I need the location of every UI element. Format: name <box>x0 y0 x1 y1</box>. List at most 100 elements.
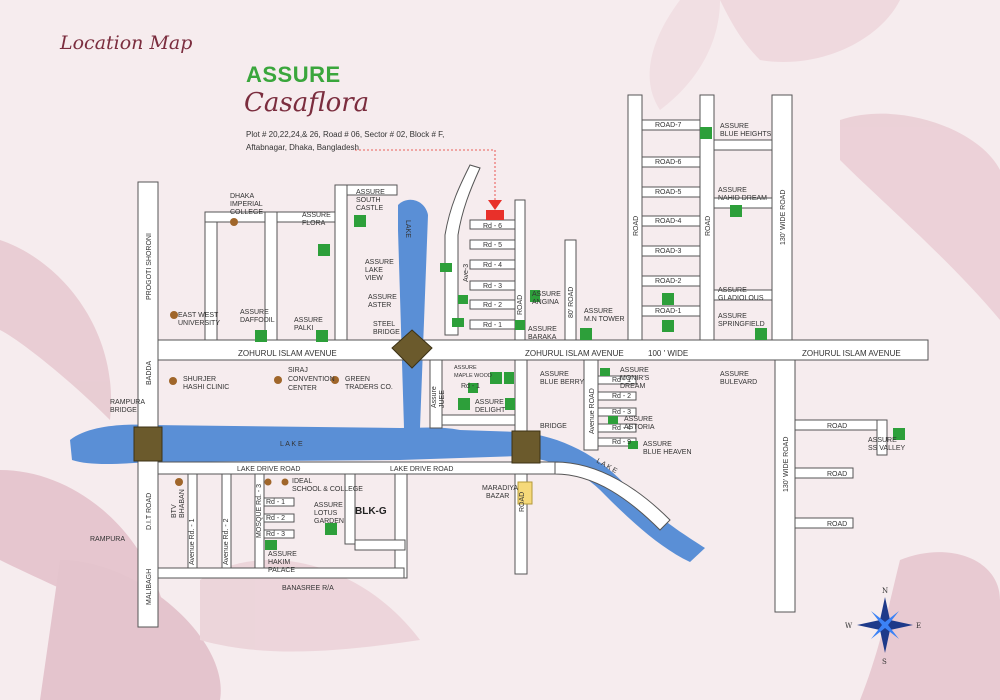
label-monir-2: MONIR'S <box>620 375 650 382</box>
road-130-top <box>771 94 793 341</box>
label-baraka-2: BARAKA <box>528 334 557 341</box>
label-rd4-e: Rd - 4 <box>612 425 631 432</box>
label-dit-road: D.I.T ROAD <box>146 493 153 530</box>
pointer-line <box>355 149 496 205</box>
label-siraj-2: CONVENTION <box>288 376 335 383</box>
marker-gladiolous <box>662 293 674 305</box>
label-road-4: ROAD-4 <box>655 218 682 225</box>
label-blk-g: BLK-G <box>355 506 387 517</box>
label-south-castle-3: CASTLE <box>356 205 384 212</box>
label-rd1: Rd - 1 <box>483 322 502 329</box>
label-south-castle-2: SOUTH <box>356 197 381 204</box>
compass-s: S <box>882 658 887 666</box>
label-avenue-mid: ZOHURUL ISLAM AVENUE <box>525 349 624 358</box>
address-line-2: Aftabnagar, Dhaka, Bangladesh <box>246 143 359 152</box>
label-mosque-rd3: MOSQUE Rd. - 3 <box>256 484 263 538</box>
road-rd3-s <box>263 529 295 539</box>
marker-astoria <box>608 416 618 424</box>
label-lotus-2: LOTUS <box>314 510 338 517</box>
road-v2 <box>264 211 278 341</box>
marker-hakim <box>265 540 277 550</box>
label-dhaka-imperial-1: DHAKA <box>230 193 254 200</box>
road-rd2-s <box>263 513 295 523</box>
label-juee-2: JUEE <box>439 390 446 408</box>
project-markers <box>255 127 905 550</box>
address-line-1: Plot # 20,22,24,& 26, Road # 06, Sector … <box>246 130 445 139</box>
label-lake-view-2: LAKE <box>365 267 383 274</box>
road-h3 <box>346 184 398 196</box>
label-ideal-1: IDEAL <box>292 478 312 485</box>
label-dhaka-imperial-2: IMPERIAL <box>230 201 263 208</box>
road-east-3 <box>794 517 854 529</box>
label-siraj-1: SIRAJ <box>288 367 308 374</box>
marker-lotus <box>325 523 337 535</box>
label-delight-1: ASSURE <box>475 399 504 406</box>
label-mn-tower-1: ASSURE <box>584 308 613 315</box>
label-astoria-1: ASSURE <box>624 416 653 423</box>
marker-south-castle <box>354 215 366 227</box>
label-hakim-3: PALACE <box>268 567 295 574</box>
marker-angina <box>530 290 540 302</box>
label-road-6: ROAD-6 <box>655 159 682 166</box>
road-avenue <box>583 359 599 451</box>
map-labels: DHAKA IMPERIAL COLLEGE ASSURE FLORA ASSU… <box>90 122 906 605</box>
label-road-7: ROAD-7 <box>655 122 682 129</box>
label-monir-3: DREAM <box>620 383 645 390</box>
label-monir-1: ASSURE <box>620 367 649 374</box>
label-road-1: ROAD-1 <box>655 308 682 315</box>
dot-green <box>331 376 339 384</box>
label-flora-2: FLORA <box>302 220 326 227</box>
label-130-top: 130' WIDE ROAD <box>780 190 787 245</box>
label-rd2-s: Rd - 2 <box>266 515 285 522</box>
label-springfield-1: ASSURE <box>718 313 747 320</box>
road-v3 <box>334 184 348 341</box>
label-rd5: Rd - 5 <box>483 242 502 249</box>
label-baraka-1: ASSURE <box>528 326 557 333</box>
marker-rd1-maple <box>468 383 478 393</box>
project-name: Casaflora <box>244 88 370 118</box>
label-blue-heights-1: ASSURE <box>720 123 749 130</box>
label-hakim-2: HAKIM <box>268 559 290 566</box>
label-badda: BADDA <box>146 361 153 385</box>
road-80ft <box>564 239 577 341</box>
road-7 <box>641 119 701 131</box>
compass-w: W <box>845 622 853 630</box>
label-green-2: TRADERS CO. <box>345 384 393 391</box>
page-title: Location Map <box>60 32 193 54</box>
label-rd3-s: Rd - 3 <box>266 531 285 538</box>
label-lake-drive-2: LAKE DRIVE ROAD <box>390 466 453 473</box>
pointer-arrow <box>488 200 502 210</box>
road-blue-heights <box>713 139 773 151</box>
label-ss-valley-1: ASSURE <box>868 437 897 444</box>
marker-lake-view <box>440 263 452 272</box>
dot-east-west <box>170 311 178 319</box>
marker-rd1 <box>452 318 464 327</box>
label-palki-1: ASSURE <box>294 317 323 324</box>
marker-springfield <box>662 320 674 332</box>
label-avenue-road: Avenue ROAD <box>589 388 596 434</box>
marker-mn-tower <box>580 328 592 340</box>
road-progoti-shoroni <box>137 181 159 628</box>
road-1 <box>641 305 701 317</box>
label-btv-1: BTV <box>171 504 178 518</box>
label-dhaka-imperial-3: COLLEGE <box>230 209 263 216</box>
project-brand: ASSURE <box>246 62 341 87</box>
label-ideal-2: SCHOOL & COLLEGE <box>292 486 363 493</box>
dot-imperial <box>230 218 238 226</box>
label-rd1-s: Rd - 1 <box>266 499 285 506</box>
road-curved-west <box>444 164 481 336</box>
label-hakim-1: ASSURE <box>268 551 297 558</box>
label-ave3: Ave-3 <box>463 264 470 282</box>
label-130-bottom: 130' WIDE ROAD <box>783 437 790 492</box>
marker-flora <box>318 244 330 256</box>
label-flora-1: ASSURE <box>302 212 331 219</box>
label-blue-heights-2: BLUE HEIGHTS <box>720 131 772 138</box>
label-lake-view-3: VIEW <box>365 275 383 282</box>
label-lake-view-1: ASSURE <box>365 259 394 266</box>
road-4 <box>641 215 701 227</box>
label-100-wide: 100 ' WIDE <box>648 349 688 358</box>
label-avenue-rd1: Avenue Rd. - 1 <box>189 518 196 565</box>
lake-vertical <box>398 199 428 428</box>
